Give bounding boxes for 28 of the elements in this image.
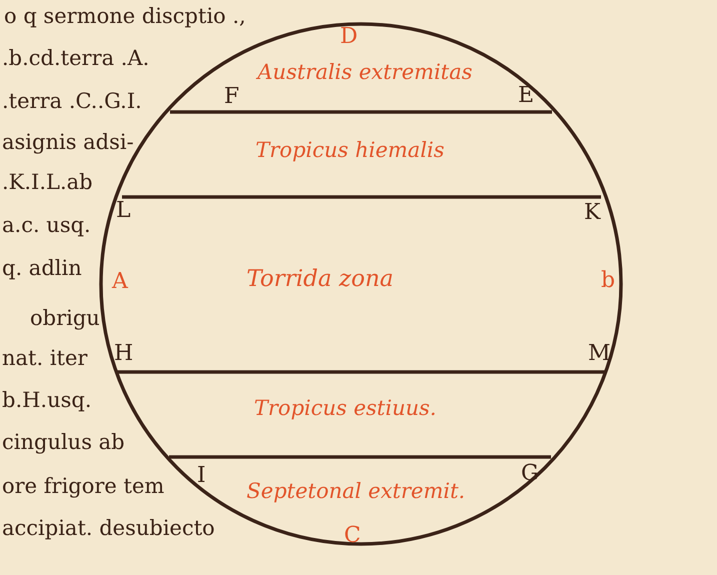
text-line: accipiat. desubiecto <box>2 518 215 539</box>
point-letter: L <box>116 200 131 222</box>
text-line: obrigu <box>30 308 100 329</box>
text-line: q. adlin <box>2 258 82 279</box>
zone-label: Tropicus estiuus. <box>254 398 436 418</box>
text-line: a.c. usq. <box>2 215 91 236</box>
point-letter: b <box>601 270 616 292</box>
text-line: .terra .C..G.I. <box>2 91 142 112</box>
text-line: cingulus ab <box>2 432 125 453</box>
point-letter: A <box>112 271 128 293</box>
zone-label: Septetonal extremit. <box>246 480 466 502</box>
zone-label: Torrida zona <box>246 268 394 290</box>
point-letter: K <box>584 202 600 224</box>
text-line: b.H.usq. <box>2 390 92 411</box>
point-letter: H <box>114 343 134 365</box>
text-line: o q sermone discptio ., <box>4 6 246 27</box>
text-line: ore frigore tem <box>2 476 164 497</box>
text-line: nat. iter <box>2 348 88 369</box>
zone-label: Australis extremitas <box>258 62 472 82</box>
text-line: .b.cd.terra .A. <box>2 48 150 69</box>
point-letter: I <box>197 465 206 487</box>
point-letter: D <box>340 26 358 48</box>
point-letter: M <box>588 343 611 365</box>
zone-label: Tropicus hiemalis <box>256 140 444 160</box>
point-letter: C <box>344 525 361 547</box>
point-letter: F <box>224 86 240 108</box>
text-line: .K.I.L.ab <box>2 172 93 193</box>
text-line: asignis adsi- <box>2 132 134 153</box>
